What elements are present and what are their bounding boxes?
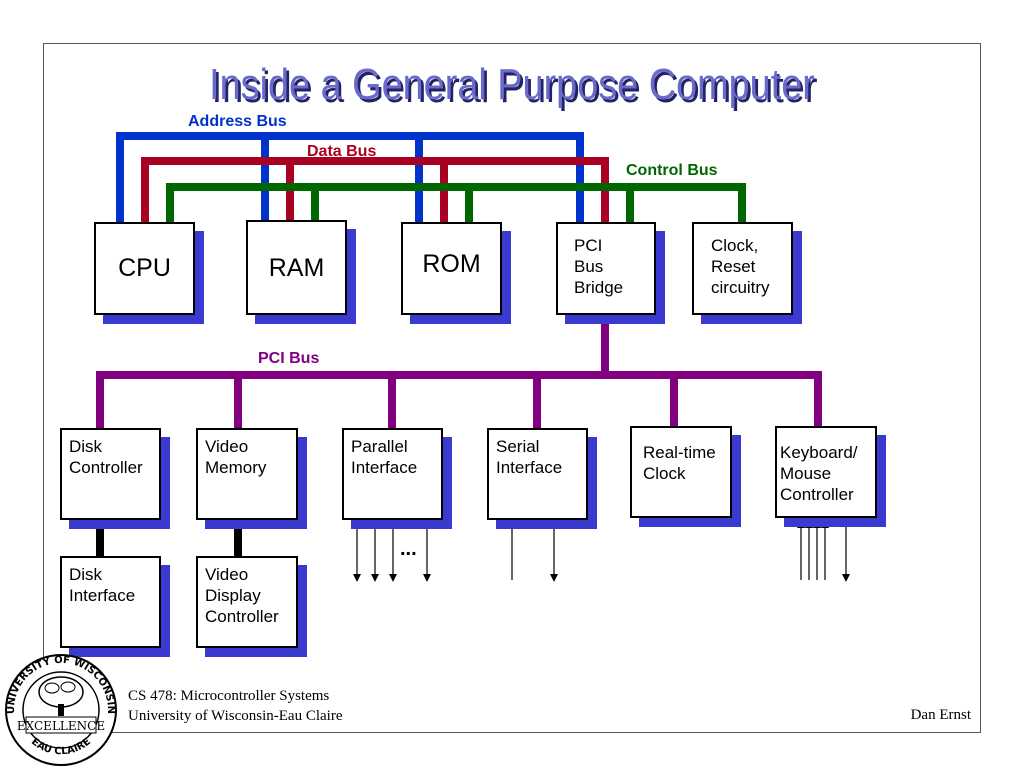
- parallel-ellipsis: ...: [400, 538, 417, 560]
- ram-label: RAM: [268, 254, 325, 282]
- pci-bus-label: PCI Bus: [258, 350, 320, 367]
- cpu-label: CPU: [118, 254, 171, 282]
- ram-box: RAM: [246, 220, 347, 315]
- data-bus-label: Data Bus: [307, 143, 377, 160]
- video-memory-box: Video Memory: [196, 428, 298, 520]
- slide-title: Inside a General Purpose Computer: [209, 60, 815, 109]
- serial-io-arrows: [508, 520, 558, 582]
- seal-middle-text: EXCELLENCE: [17, 719, 105, 733]
- video-memory-label: Video Memory: [205, 437, 267, 477]
- serial-interface-box: Serial Interface: [487, 428, 588, 520]
- rom-label: ROM: [422, 250, 481, 278]
- cpu-box: CPU: [94, 222, 195, 315]
- slide-frame: [43, 43, 981, 733]
- disk-controller-box: Disk Controller: [60, 428, 161, 520]
- author-name: Dan Ernst: [910, 707, 971, 723]
- serial-interface-label: Serial Interface: [496, 437, 563, 477]
- video-display-controller-box: Video Display Controller: [196, 556, 298, 648]
- tree-icon: [38, 676, 84, 716]
- disk-controller-label: Disk Controller: [69, 437, 143, 477]
- secondary-links: [96, 520, 242, 556]
- parallel-io-arrows: [353, 518, 431, 582]
- course-name: CS 478: Microcontroller Systems: [128, 688, 330, 704]
- control-bus-label: Control Bus: [626, 162, 718, 179]
- real-time-clock-label: Real-time Clock: [643, 443, 716, 483]
- clock-reset-label: Clock, Reset circuitry: [711, 236, 770, 297]
- footer-left: CS 478: Microcontroller Systems Universi…: [128, 686, 343, 726]
- pci-bridge-label: PCI Bus Bridge: [574, 236, 624, 297]
- keyboard-mouse-controller-label: Keyboard/ Mouse Controller: [780, 443, 858, 504]
- real-time-clock-box: Real-time Clock: [630, 426, 732, 518]
- data-bus: [141, 157, 609, 226]
- university-name: University of Wisconsin-Eau Claire: [128, 708, 343, 724]
- disk-interface-box: Disk Interface: [60, 556, 161, 648]
- rom-box: ROM: [401, 222, 502, 315]
- address-bus: [116, 132, 584, 226]
- parallel-interface-label: Parallel Interface: [351, 437, 418, 477]
- university-seal-logo: UNIVERSITY OF WISCONSIN EXCELLENCE EAU C…: [5, 654, 117, 766]
- keyboard-mouse-controller-box: Keyboard/ Mouse Controller: [775, 426, 877, 518]
- pci-bus: [96, 312, 822, 432]
- clock-reset-box: Clock, Reset circuitry: [692, 222, 793, 315]
- parallel-interface-box: Parallel Interface: [342, 428, 443, 520]
- control-bus: [166, 183, 746, 226]
- pci-bridge-box: PCI Bus Bridge: [556, 222, 656, 315]
- address-bus-label: Address Bus: [188, 113, 287, 130]
- video-display-controller-label: Video Display Controller: [205, 565, 279, 626]
- disk-interface-label: Disk Interface: [69, 565, 136, 605]
- kbd-io-arrows: [797, 520, 850, 582]
